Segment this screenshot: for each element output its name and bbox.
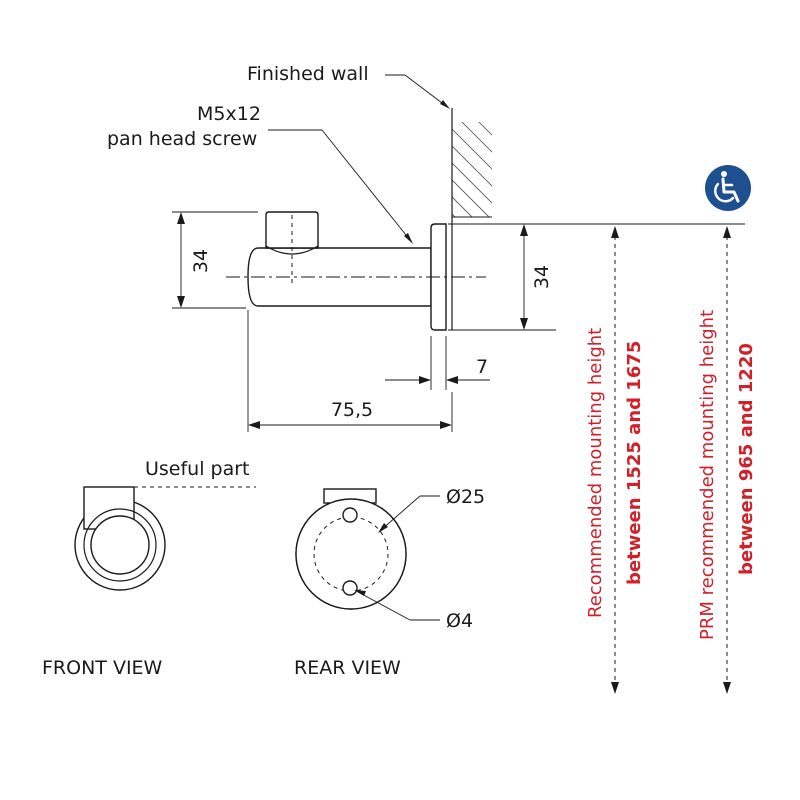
dimension-overall-length-value: 75,5 [331,399,373,421]
diameter-small-leader [354,590,440,621]
prm-mounting-range: between 965 and 1220 [736,343,757,575]
screw-label-type: pan head screw [107,128,257,150]
standard-mounting-label: Recommended mounting height [585,328,606,618]
finished-wall-label: Finished wall [247,63,369,85]
rear-view-drawing [295,488,407,610]
dimension-height-right [448,223,745,331]
screw-hole-top [342,507,358,523]
dimension-height-left [172,211,258,309]
front-view-label: FRONT VIEW [42,657,163,679]
standard-mounting-line [611,226,619,694]
prm-mounting-label: PRM recommended mounting height [697,310,718,640]
useful-part-label: Useful part [145,458,250,480]
diameter-large-label: Ø25 [446,486,485,508]
screw-leader [268,129,413,244]
front-view-drawing [74,486,256,591]
rear-view-label: REAR VIEW [294,657,401,679]
hook-side-view [226,211,486,331]
finished-wall [451,108,492,330]
dimension-height-right-value: 34 [531,265,553,289]
dimension-height-left-value: 34 [190,249,212,273]
screw-label-size: M5x12 [197,103,261,125]
standard-mounting-range: between 1525 and 1675 [624,341,645,585]
diameter-small-label: Ø4 [446,610,473,632]
wheelchair-icon [705,165,751,211]
dimension-overall-length [247,310,453,432]
finished-wall-leader [385,74,450,109]
wall-hatching [452,122,492,217]
dimension-flange-thickness [385,336,490,390]
screw-hole-bottom [342,580,358,596]
dimension-flange-thickness-value: 7 [476,356,488,378]
prm-mounting-line [723,226,731,694]
diameter-large-leader [378,495,440,533]
